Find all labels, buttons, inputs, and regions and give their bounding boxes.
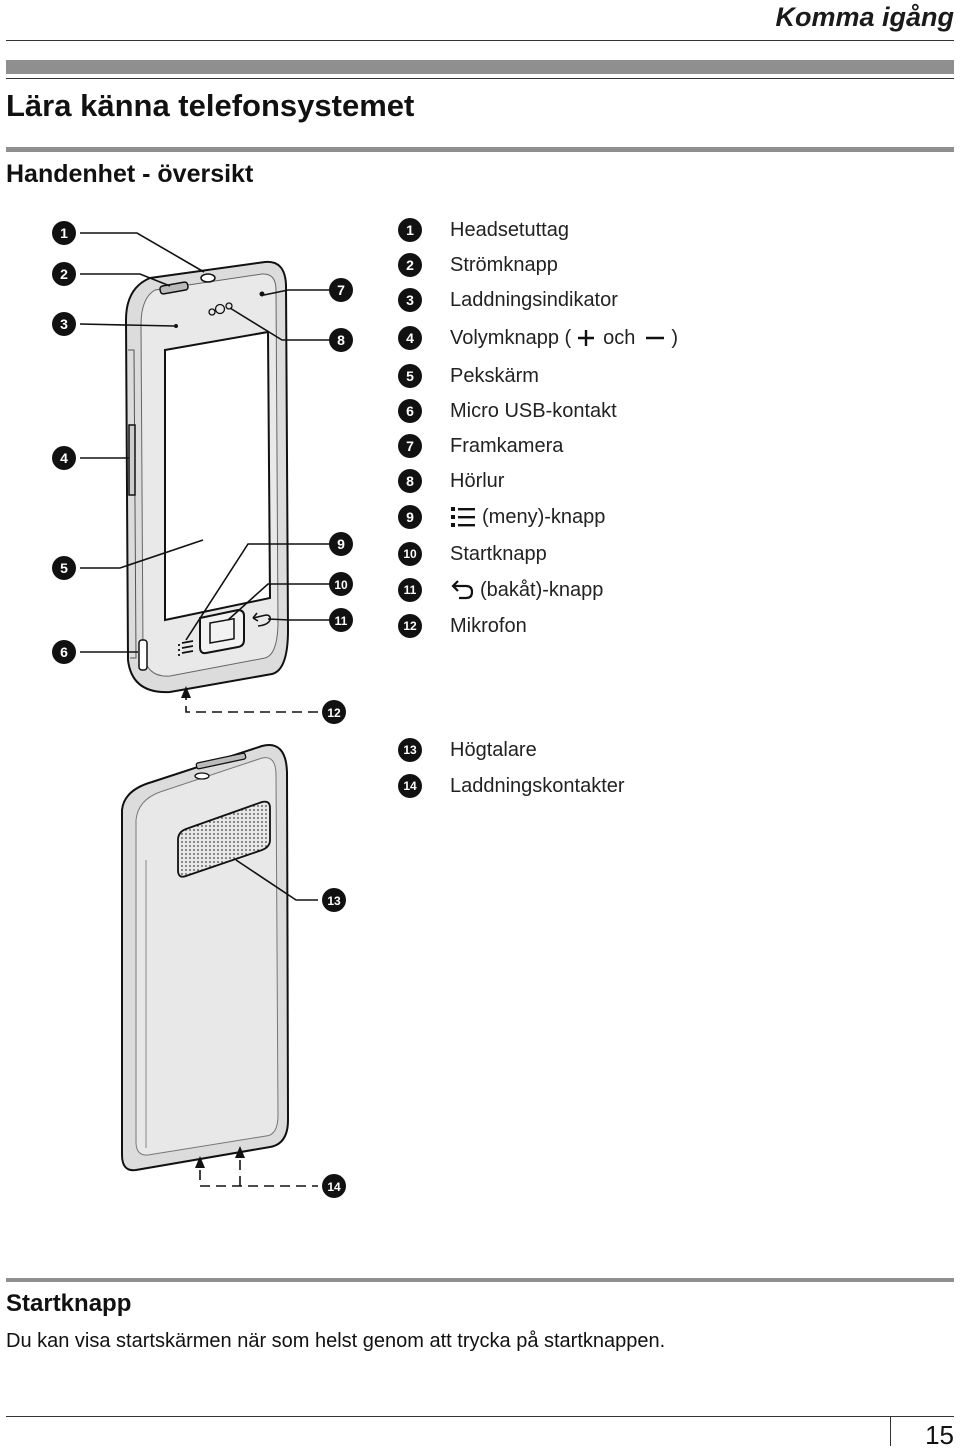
svg-text:2: 2 xyxy=(60,266,68,282)
subsection-rule xyxy=(6,147,954,152)
legend-item: 14 Laddningskontakter xyxy=(398,772,625,800)
legend-text: Laddningsindikator xyxy=(450,288,618,311)
callout-9: 9 xyxy=(329,532,353,556)
svg-text:13: 13 xyxy=(327,894,341,908)
legend-text: Framkamera xyxy=(450,434,564,457)
start-section-rule xyxy=(6,1278,954,1282)
legend-number: 12 xyxy=(398,614,422,638)
legend-item: 8 Hörlur xyxy=(398,467,504,495)
legend-item: 6 Micro USB-kontakt xyxy=(398,397,617,425)
legend-text: Laddningskontakter xyxy=(450,774,625,797)
legend-text: Hörlur xyxy=(450,469,505,492)
menu-icon xyxy=(450,505,476,529)
legend-number: 9 xyxy=(398,505,422,529)
legend-text-back: (bakåt)-knapp xyxy=(450,579,603,602)
callout-14: 14 xyxy=(322,1174,346,1198)
svg-text:12: 12 xyxy=(327,706,341,720)
footer-rule xyxy=(6,1416,954,1417)
legend-number: 10 xyxy=(398,542,422,566)
plus-icon xyxy=(577,329,595,347)
legend-item: 4 Volymknapp ( och ) xyxy=(398,324,678,352)
subsection-title: Handenhet - översikt xyxy=(6,160,254,188)
section-title: Lära känna telefonsystemet xyxy=(6,88,415,123)
back-label: (bakåt)-knapp xyxy=(480,578,604,601)
volume-close: ) xyxy=(671,326,679,349)
back-phone xyxy=(121,744,290,1172)
page-number: 15 xyxy=(925,1420,954,1450)
legend-text-menu: (meny)-knapp xyxy=(450,505,605,529)
callout-2: 2 xyxy=(52,262,76,286)
legend-number: 11 xyxy=(398,578,422,602)
svg-text:10: 10 xyxy=(334,578,348,592)
legend-text: Headsetuttag xyxy=(450,218,569,241)
legend-number: 8 xyxy=(398,469,422,493)
legend-number: 1 xyxy=(398,218,422,242)
header-rule xyxy=(6,40,954,41)
svg-text:3: 3 xyxy=(60,316,68,332)
legend-number: 5 xyxy=(398,364,422,388)
svg-text:9: 9 xyxy=(337,536,345,552)
svg-text:7: 7 xyxy=(337,282,345,298)
callout-1: 1 xyxy=(52,221,76,245)
callout-6: 6 xyxy=(52,640,76,664)
callout-3: 3 xyxy=(52,312,76,336)
legend-item: 1 Headsetuttag xyxy=(398,216,569,244)
svg-text:11: 11 xyxy=(335,614,348,628)
legend-text-volume: Volymknapp ( och ) xyxy=(450,327,678,350)
legend-item: 9 (meny)-knapp xyxy=(398,503,605,531)
callout-4: 4 xyxy=(52,446,76,470)
volume-and: och xyxy=(603,326,636,349)
legend-item: 11 (bakåt)-knapp xyxy=(398,576,603,604)
front-phone xyxy=(124,260,290,694)
svg-text:4: 4 xyxy=(60,450,68,466)
section-rule xyxy=(6,78,954,79)
legend-text: Strömknapp xyxy=(450,253,558,276)
back-icon xyxy=(450,579,474,601)
callout-5: 5 xyxy=(52,556,76,580)
handset-figure: 1 2 3 4 5 6 7 8 9 10 11 12 13 14 xyxy=(52,221,353,1198)
legend-text: Micro USB-kontakt xyxy=(450,399,617,422)
legend-number: 3 xyxy=(398,288,422,312)
volume-label: Volymknapp ( xyxy=(450,326,572,349)
start-body: Du kan visa startskärmen när som helst g… xyxy=(6,1330,666,1352)
legend-number: 7 xyxy=(398,434,422,458)
svg-text:5: 5 xyxy=(60,560,68,576)
callout-8: 8 xyxy=(329,328,353,352)
callout-7: 7 xyxy=(329,278,353,302)
callout-13: 13 xyxy=(322,888,346,912)
legend-text: Mikrofon xyxy=(450,614,527,637)
svg-text:6: 6 xyxy=(60,644,68,660)
start-title: Startknapp xyxy=(6,1290,132,1317)
legend-text: Pekskärm xyxy=(450,364,539,387)
minus-icon xyxy=(645,329,665,347)
menu-label: (meny)-knapp xyxy=(482,505,606,528)
legend-number: 13 xyxy=(398,738,422,762)
legend-item: 13 Högtalare xyxy=(398,736,537,764)
legend-item: 3 Laddningsindikator xyxy=(398,286,618,314)
legend-item: 5 Pekskärm xyxy=(398,362,539,390)
svg-text:8: 8 xyxy=(337,332,345,348)
page-number-box xyxy=(890,1416,955,1446)
svg-text:1: 1 xyxy=(60,225,68,241)
svg-text:14: 14 xyxy=(327,1180,341,1194)
callout-10: 10 xyxy=(329,572,353,596)
section-bar xyxy=(6,60,954,74)
legend-item: 7 Framkamera xyxy=(398,432,563,460)
callout-11: 11 xyxy=(329,608,353,632)
callout-12: 12 xyxy=(322,700,346,724)
legend-number: 14 xyxy=(398,774,422,798)
legend-number: 6 xyxy=(398,399,422,423)
legend-number: 4 xyxy=(398,326,422,350)
legend-item: 12 Mikrofon xyxy=(398,612,527,640)
legend-item: 2 Strömknapp xyxy=(398,251,558,279)
legend-number: 2 xyxy=(398,253,422,277)
legend-text: Startknapp xyxy=(450,542,547,565)
legend-text: Högtalare xyxy=(450,738,537,761)
chapter-title: Komma igång xyxy=(775,2,954,32)
legend-item: 10 Startknapp xyxy=(398,540,547,568)
